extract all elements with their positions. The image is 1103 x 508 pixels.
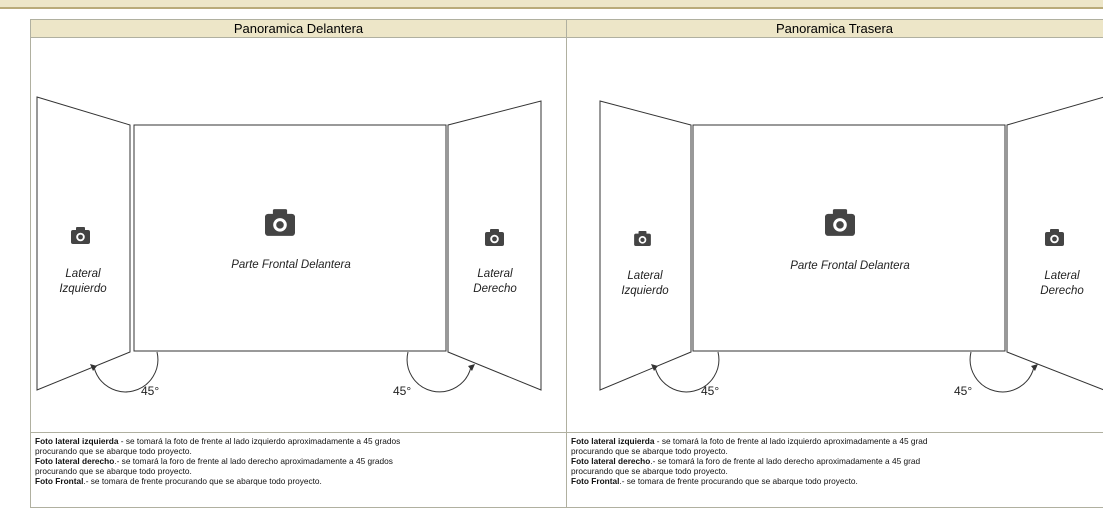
right-wall-label: Lateral Derecho: [1020, 269, 1103, 299]
camera-icon: [71, 227, 90, 244]
right-wall-label: Lateral Derecho: [457, 267, 533, 297]
camera-icon: [265, 209, 295, 236]
right-label-line1: Lateral: [1044, 270, 1080, 282]
center-wall: [133, 124, 447, 352]
photo-instructions: Foto lateral izquierda - se tomará la fo…: [31, 432, 566, 507]
camera-icon: [1045, 229, 1064, 246]
left-label-line1: Lateral: [65, 268, 101, 280]
panorama-diagram: [599, 96, 1103, 393]
right-label-line2: Derecho: [1040, 285, 1084, 297]
left-label-line2: Izquierdo: [621, 285, 669, 297]
camera-icon: [485, 229, 504, 246]
angle-right-label: 45°: [393, 384, 412, 398]
arrowhead-left: [90, 364, 97, 371]
angle-left-label: 45°: [141, 384, 160, 398]
instruction-line: Foto Frontal.- se tomara de frente procu…: [35, 476, 322, 486]
camera-icon: [825, 209, 855, 236]
top-bar: [0, 0, 1103, 9]
center-wall-label: Parte Frontal Delantera: [790, 260, 910, 272]
left-wall-label: Lateral Izquierdo: [47, 267, 119, 297]
arrowhead-right: [1031, 364, 1038, 371]
panel-front: Panoramica Delantera Lateral Izquierdo P…: [30, 19, 567, 508]
panorama-diagram: [36, 96, 542, 393]
instruction-line: procurando que se abarque todo proyecto.: [35, 446, 192, 456]
arc-right: [969, 351, 1035, 393]
panel-title: Panoramica Delantera: [31, 20, 566, 38]
left-label-line2: Izquierdo: [59, 283, 107, 295]
instruction-line: Foto lateral izquierda - se tomará la fo…: [571, 436, 928, 446]
center-wall-label: Parte Frontal Delantera: [231, 259, 351, 271]
photo-instructions: Foto lateral izquierda - se tomará la fo…: [567, 432, 1103, 507]
angle-right-label: 45°: [954, 384, 973, 398]
right-label-line1: Lateral: [477, 268, 513, 280]
camera-icon: [634, 231, 651, 246]
instruction-line: Foto Frontal.- se tomara de frente procu…: [571, 476, 858, 486]
center-wall: [692, 124, 1006, 352]
right-label-line2: Derecho: [473, 283, 517, 295]
instruction-line: procurando que se abarque todo proyecto.: [35, 466, 192, 476]
arrowhead-right: [468, 364, 475, 371]
arc-left: [654, 351, 720, 393]
left-label-line1: Lateral: [627, 270, 663, 282]
arrowhead-left: [651, 364, 658, 371]
panel-title: Panoramica Trasera: [567, 20, 1103, 38]
instruction-line: Foto lateral derecho.- se tomará la foro…: [571, 456, 921, 466]
arc-right: [406, 351, 472, 393]
left-wall-label: Lateral Izquierdo: [607, 269, 683, 299]
angle-left-label: 45°: [701, 384, 720, 398]
instruction-line: procurando que se abarque todo proyecto.: [571, 466, 728, 476]
instruction-line: Foto lateral izquierda - se tomará la fo…: [35, 436, 401, 446]
panel-rear: Panoramica Trasera Lateral Izquierdo Par…: [566, 19, 1103, 508]
instruction-line: procurando que se abarque todo proyecto.: [571, 446, 728, 456]
arc-left: [93, 351, 159, 393]
instruction-line: Foto lateral derecho.- se tomará la foro…: [35, 456, 393, 466]
